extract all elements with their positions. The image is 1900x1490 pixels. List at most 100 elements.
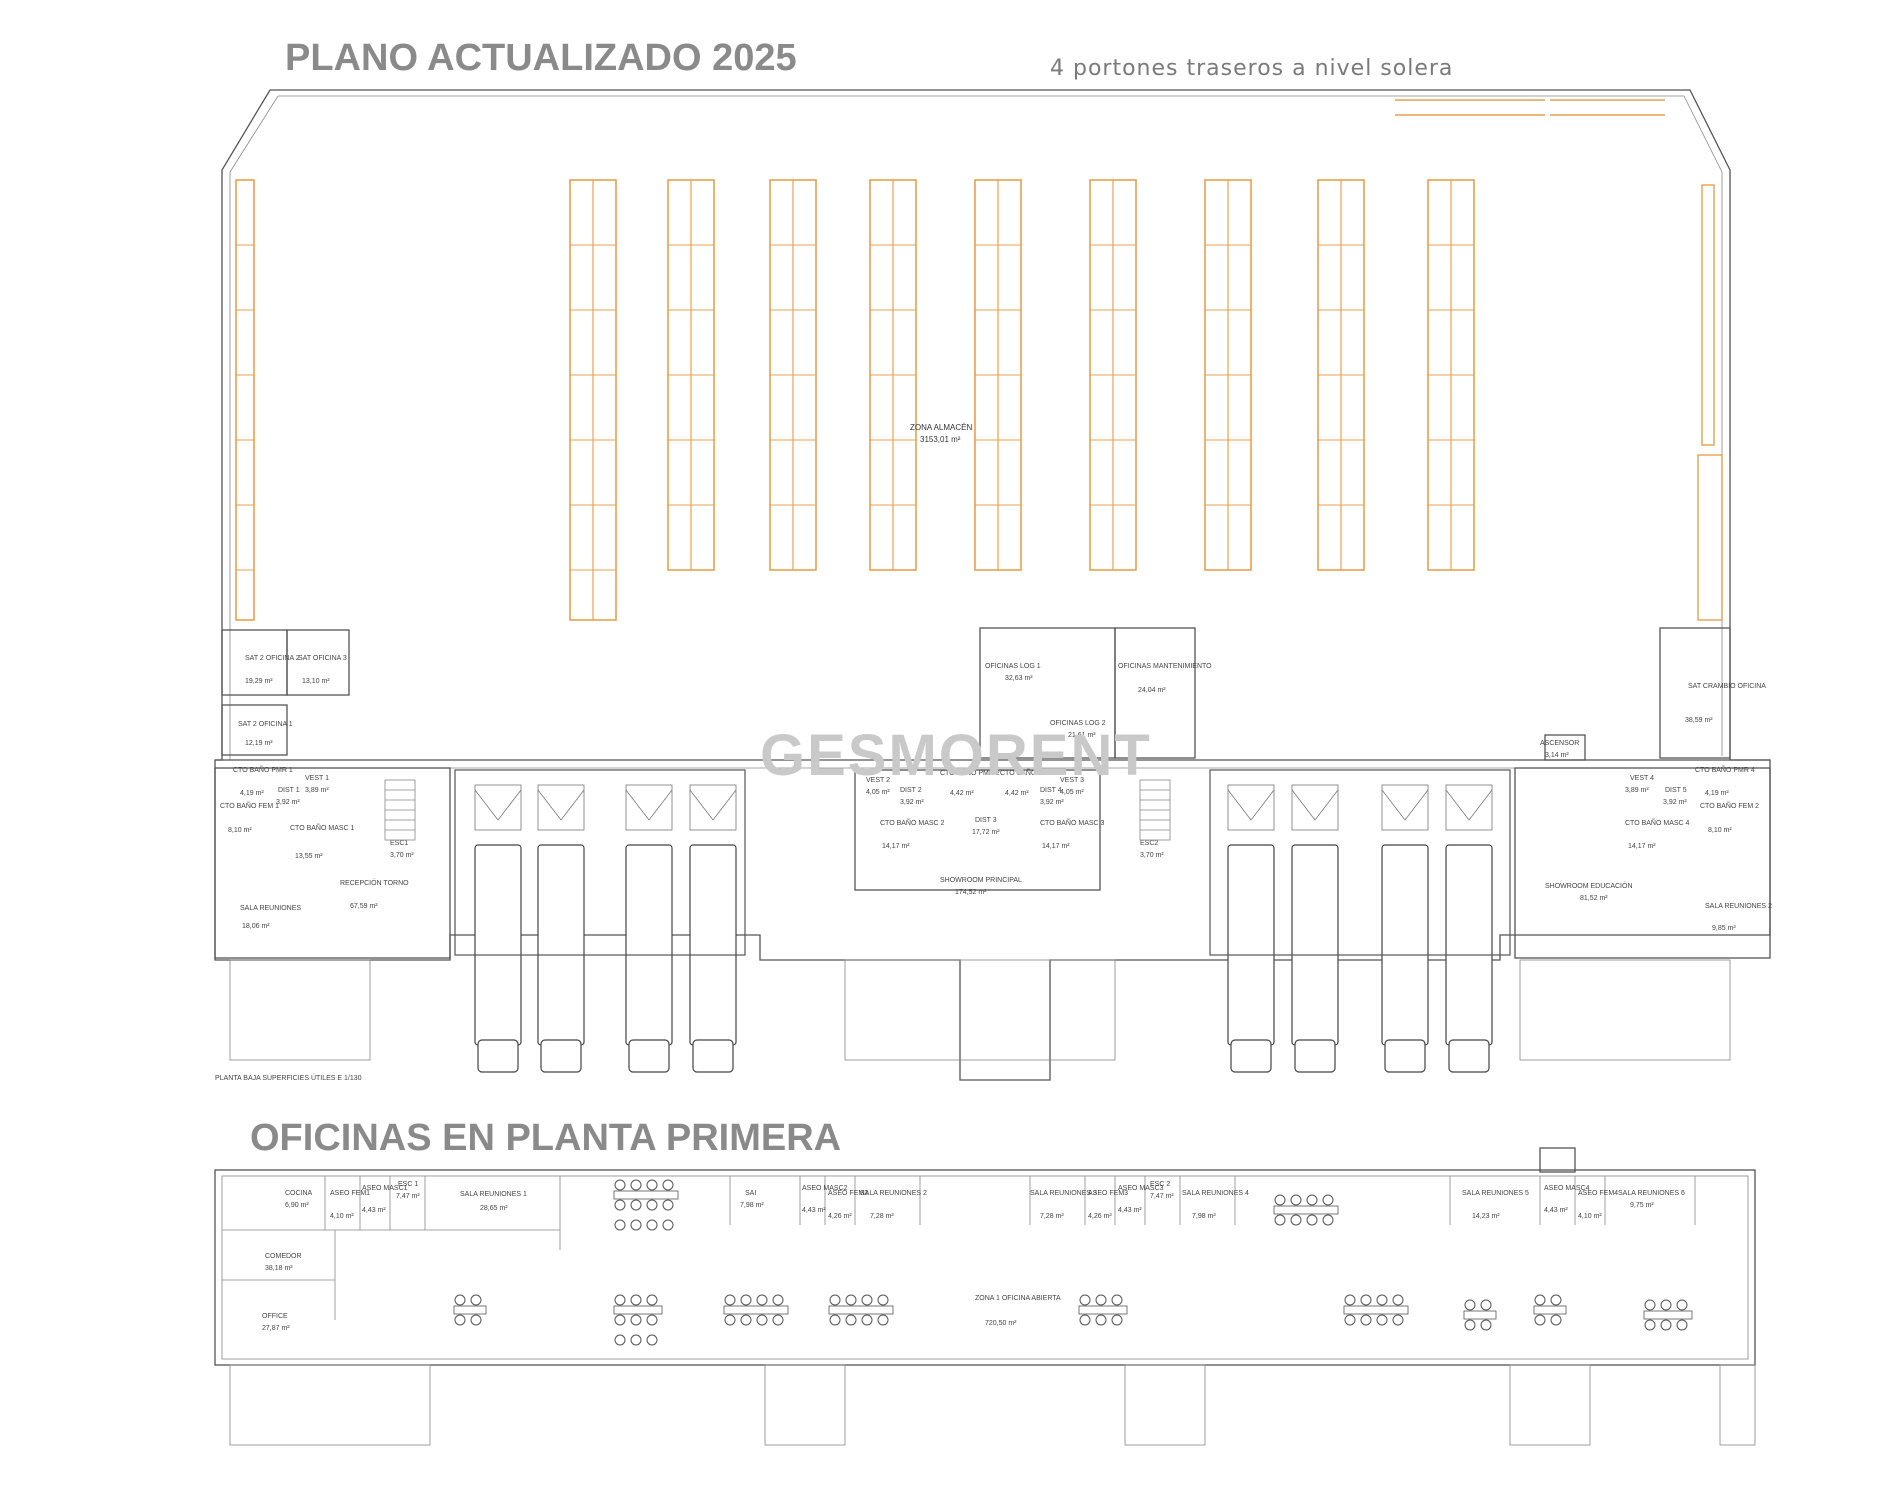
chair-7-1-1 xyxy=(1360,1314,1372,1326)
area-vest2: 4,05 m² xyxy=(866,789,890,796)
chair-7-1-2 xyxy=(1376,1314,1388,1326)
fl-esc2-area: 7,47 m² xyxy=(1150,1193,1174,1200)
desk-2 xyxy=(613,1305,663,1315)
desk-6 xyxy=(1273,1205,1339,1215)
chair-9-0-0 xyxy=(1644,1299,1656,1311)
chair-5-1-0 xyxy=(1079,1314,1091,1326)
lbl-esc2: ESC2 xyxy=(1140,840,1158,847)
fl-zona1-area: 720,50 m² xyxy=(985,1320,1017,1327)
lbl-recepcion: RECEPCIÓN TORNO xyxy=(340,878,409,887)
area-of-log2: 21,61 m² xyxy=(1068,732,1096,739)
fl-sala-reun1-area: 28,65 m² xyxy=(480,1205,508,1212)
fl-esc2: ESC 2 xyxy=(1150,1181,1170,1188)
chair-6-1-1 xyxy=(1290,1214,1302,1226)
fl-office-area: 27,87 m² xyxy=(262,1325,290,1332)
section2-title: OFICINAS EN PLANTA PRIMERA xyxy=(250,1117,841,1159)
truck-trailer-7 xyxy=(1381,844,1429,1046)
lbl-dist4: DIST 4 xyxy=(1040,787,1062,794)
fl-office: OFFICE xyxy=(262,1313,288,1320)
dock-door-2 xyxy=(537,789,585,821)
area-dist5: 3,92 m² xyxy=(1663,799,1687,806)
dock-door-5 xyxy=(1227,789,1275,821)
dock-bay-1 xyxy=(474,784,522,831)
area-dist4: 3,92 m² xyxy=(1040,799,1064,806)
lbl-cto-pmr4: CTO BAÑO PMR 4 xyxy=(1695,765,1755,774)
fl-sala-reun3: SALA REUNIONES 3 xyxy=(1030,1190,1097,1197)
chair-2-1-1 xyxy=(630,1314,642,1326)
fl-sai-area: 7,98 m² xyxy=(740,1202,764,1209)
fl-aseo-fem1-area: 4,10 m² xyxy=(330,1213,354,1220)
chair-3-0-0 xyxy=(724,1294,736,1306)
chair-2-1-2 xyxy=(646,1314,658,1326)
watermark: GESMORENT xyxy=(760,723,1152,788)
chair-4-1-2 xyxy=(861,1314,873,1326)
area-of-log1: 32,63 m² xyxy=(1005,675,1033,682)
chair-0-1-2 xyxy=(646,1199,658,1211)
fl-sala-reun4: SALA REUNIONES 4 xyxy=(1182,1190,1249,1197)
chair-6-0-2 xyxy=(1306,1194,1318,1206)
first-floor: COCINA 6,90 m² ASEO FEM1 4,10 m² ASEO MA… xyxy=(214,1147,1756,1446)
desk-5 xyxy=(1078,1305,1128,1315)
chair-4-1-1 xyxy=(845,1314,857,1326)
fl-aseo-masc4-area: 4,43 m² xyxy=(1544,1207,1568,1214)
chair-5-1-1 xyxy=(1095,1314,1107,1326)
area-dist1: 3,92 m² xyxy=(276,799,300,806)
desk-1 xyxy=(453,1305,487,1315)
fl-aseo-masc3: ASEO MASC3 xyxy=(1118,1185,1164,1192)
lbl-sat2-of2: SAT 2 OFICINA 2 xyxy=(245,655,300,662)
area-of-mant: 24,04 m² xyxy=(1138,687,1166,694)
desk-9 xyxy=(1643,1310,1693,1320)
lbl-cto-fem2: CTO BAÑO FEM 2 xyxy=(1700,801,1759,810)
lbl-cto-masc3: CTO BAÑO MASC 3 xyxy=(1040,818,1105,827)
first-floor-outline xyxy=(214,1169,1756,1366)
chair-1-1-1 xyxy=(470,1314,482,1326)
truck-cab-8 xyxy=(1448,1039,1490,1073)
chair-5-1-2 xyxy=(1111,1314,1123,1326)
chair-5-0-1 xyxy=(1095,1294,1107,1306)
chair-7-1-3 xyxy=(1392,1314,1404,1326)
truck-trailer-8 xyxy=(1445,844,1493,1046)
fl-aseo-fem1: ASEO FEM1 xyxy=(330,1190,370,1197)
chair-10-1-0 xyxy=(1534,1314,1546,1326)
area-cto-pmr4: 4,19 m² xyxy=(1705,790,1729,797)
fl-comedor-area: 38,18 m² xyxy=(265,1265,293,1272)
chair-5-0-0 xyxy=(1079,1294,1091,1306)
fl-comedor: COMEDOR xyxy=(265,1253,302,1260)
truck-trailer-4 xyxy=(689,844,737,1046)
block-center xyxy=(854,769,1101,891)
fl-esc1: ESC 1 xyxy=(398,1181,418,1188)
dock-area-left xyxy=(454,769,746,956)
lbl-showroom: SHOWROOM PRINCIPAL xyxy=(940,877,1022,884)
chair-0-0-3 xyxy=(662,1179,674,1191)
chair-2-2-1 xyxy=(630,1334,642,1346)
plan-title: PLANO ACTUALIZADO 2025 xyxy=(285,37,797,79)
chair-3-1-3 xyxy=(772,1314,784,1326)
chair-5-0-2 xyxy=(1111,1294,1123,1306)
scale-note: PLANTA BAJA SUPERFICIES ÚTILES E 1/130 xyxy=(215,1073,362,1082)
fl-sala-reun5-area: 14,23 m² xyxy=(1472,1213,1500,1220)
dock-bay-8 xyxy=(1445,784,1493,831)
lbl-dist2: DIST 2 xyxy=(900,787,922,794)
lbl-dist3: DIST 3 xyxy=(975,817,997,824)
fl-cocina: COCINA xyxy=(285,1190,313,1197)
fl-aseo-masc2-area: 4,43 m² xyxy=(802,1207,826,1214)
chair-3-0-3 xyxy=(772,1294,784,1306)
area-ascensor: 3,14 m² xyxy=(1545,752,1569,759)
chair-6-0-0 xyxy=(1274,1194,1286,1206)
chair-1-0-1 xyxy=(470,1294,482,1306)
area-cto-masc2: 14,17 m² xyxy=(882,843,910,850)
lbl-cto-masc1: CTO BAÑO MASC 1 xyxy=(290,823,355,832)
chair-3-0-1 xyxy=(740,1294,752,1306)
area-dist3: 17,72 m² xyxy=(972,829,1000,836)
room-almacen-area: 3153,01 m² xyxy=(920,435,961,444)
chair-4-0-3 xyxy=(877,1294,889,1306)
truck-cab-1 xyxy=(477,1039,519,1073)
fl-aseo-fem4: ASEO FEM4 xyxy=(1578,1190,1618,1197)
apron-center xyxy=(844,959,1116,1061)
lbl-cto-pmr3: CTO BAÑO PMR 3 xyxy=(1000,768,1060,777)
desk-10 xyxy=(1533,1305,1567,1315)
chair-8-0-0 xyxy=(1464,1299,1476,1311)
chair-0-1-1 xyxy=(630,1199,642,1211)
chair-4-1-0 xyxy=(829,1314,841,1326)
